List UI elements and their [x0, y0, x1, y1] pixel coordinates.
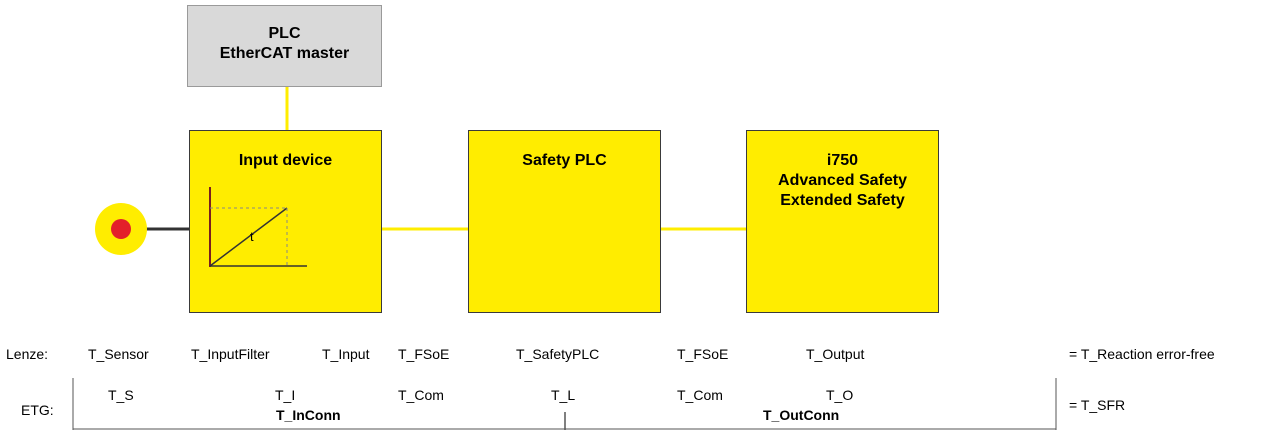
plc-box-title: PLC EtherCAT master — [188, 24, 381, 64]
lenze-t-output: T_Output — [806, 346, 865, 362]
graph-time-label: t — [250, 229, 254, 244]
lenze-t-fsoe-2: T_FSoE — [677, 346, 729, 362]
etg-t-com-1: T_Com — [398, 387, 444, 403]
drive-line3: Extended Safety — [780, 192, 905, 209]
etg-t-i: T_I — [275, 387, 296, 403]
etg-t-l: T_L — [551, 387, 576, 403]
drive-line2: Advanced Safety — [778, 172, 907, 189]
timing-graph-icon — [209, 187, 307, 267]
plc-ethercat-master-box: PLC EtherCAT master — [187, 5, 382, 87]
input-device-box: Input device t — [189, 130, 382, 313]
etg-result: = T_SFR — [1069, 397, 1126, 413]
etg-t-s: T_S — [108, 387, 134, 403]
lenze-label: Lenze: — [6, 346, 49, 362]
lenze-t-sensor: T_Sensor — [88, 346, 149, 362]
etg-t-inconn: T_InConn — [276, 407, 341, 423]
lenze-t-fsoe-1: T_FSoE — [398, 346, 450, 362]
emergency-stop-icon — [95, 203, 147, 255]
i750-drive-box: i750 Advanced Safety Extended Safety — [746, 130, 939, 313]
etg-t-outconn: T_OutConn — [763, 407, 840, 423]
etg-t-com-2: T_Com — [677, 387, 723, 403]
drive-title: i750 Advanced Safety Extended Safety — [747, 151, 938, 211]
drive-line1: i750 — [826, 152, 859, 169]
lenze-t-inputfilter: T_InputFilter — [191, 346, 270, 362]
lenze-result: = T_Reaction error-free — [1069, 346, 1215, 362]
etg-label: ETG: — [21, 402, 54, 418]
safety-plc-title: Safety PLC — [522, 152, 607, 169]
plc-box-line1: PLC — [268, 25, 301, 42]
plc-box-line2: EtherCAT master — [219, 45, 350, 62]
etg-t-o: T_O — [826, 387, 854, 403]
safety-plc-box: Safety PLC — [468, 130, 661, 313]
lenze-t-input: T_Input — [322, 346, 370, 362]
input-device-title: Input device — [238, 152, 333, 169]
lenze-t-safetyplc: T_SafetyPLC — [516, 346, 600, 362]
